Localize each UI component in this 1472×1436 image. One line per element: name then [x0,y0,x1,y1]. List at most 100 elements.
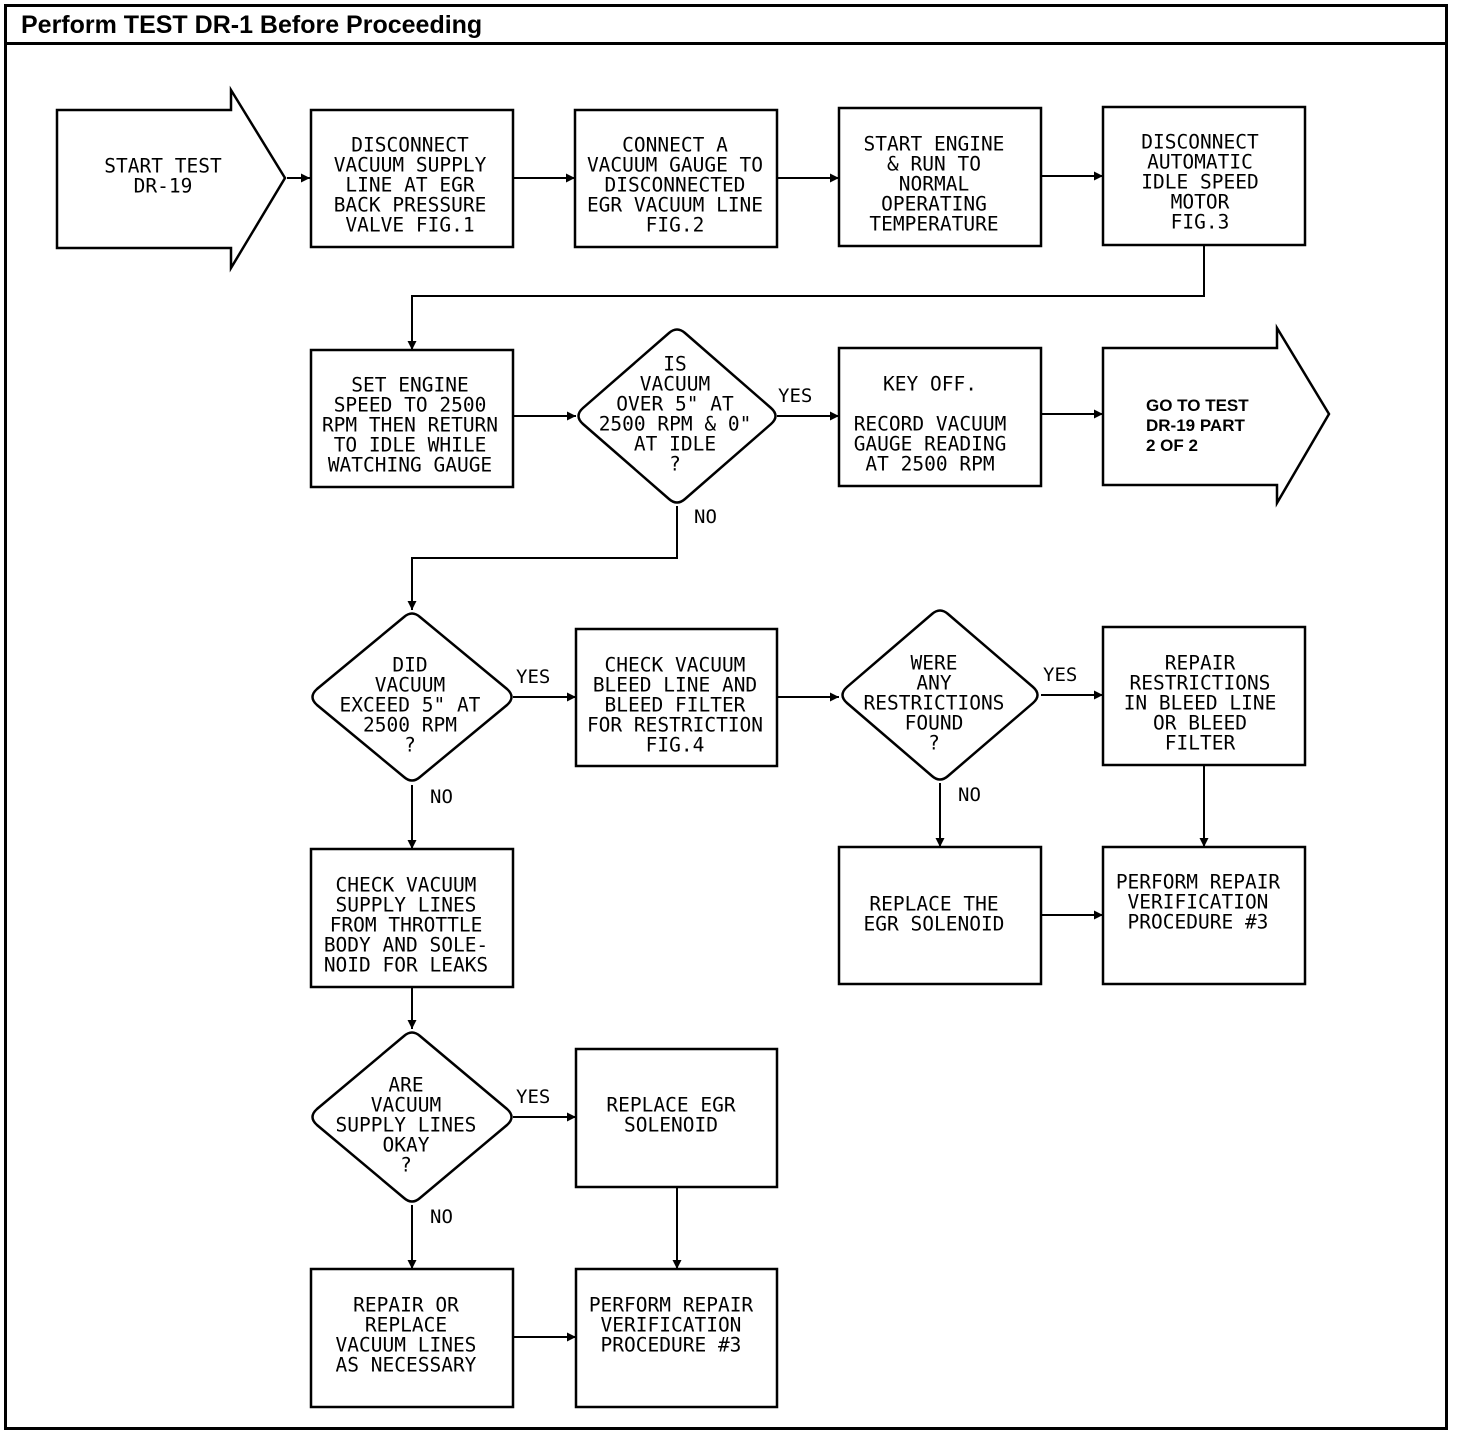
node-line: SOLENOID [624,1113,718,1136]
node-line: AS NECESSARY [336,1353,477,1376]
node-line: CONNECT A [622,133,728,156]
node-line: PROCEDURE #3 [1128,910,1269,933]
node-line: SET ENGINE [351,373,468,396]
node-line: REPLACE THE [869,892,998,915]
node-line: 2 OF 2 [1146,436,1198,455]
did-vacuum-yes-label: YES [516,666,550,688]
node-line: AUTOMATIC [1147,150,1253,173]
node-line: AT 2500 RPM [865,452,994,475]
node-line: REPLACE EGR [606,1093,735,1116]
node-line: ? [928,731,940,754]
node-line: SPEED TO 2500 [334,393,487,416]
node-line: BLEED LINE AND [593,673,757,696]
edge-labels: YES NO YES NO YES NO YES NO [430,385,1077,1228]
node-line: & RUN TO [887,152,981,175]
node-line: VACUUM [375,673,445,696]
node-line: BACK PRESSURE [334,193,487,216]
node-line: FILTER [1165,731,1236,754]
node-line: OKAY [383,1133,430,1156]
node-line: TEMPERATURE [869,212,998,235]
node-line: IDLE SPEED [1141,170,1258,193]
is-vacuum-yes-label: YES [778,385,812,407]
did-vacuum-no-label: NO [430,786,453,808]
node-line: PROCEDURE #3 [601,1333,742,1356]
were-restrictions-diamond [841,609,1039,781]
node-line: RESTRICTIONS [1130,671,1271,694]
node-line: GO TO TEST [1146,396,1249,415]
node-line: REPLACE [365,1313,447,1336]
node-line: SUPPLY LINES [336,1113,477,1136]
start-arrow-shape [55,85,287,273]
is-vacuum-diamond [577,328,777,504]
node-line: START ENGINE [864,132,1005,155]
verify-box-2 [574,1267,779,1409]
replace-egr-box [574,1047,779,1189]
node-line: VACUUM GAUGE TO [587,153,763,176]
is-vacuum-no-label: NO [694,506,717,528]
node-line: START TEST [104,154,222,177]
restrictions-yes-label: YES [1043,664,1077,686]
node-line: OVER 5" AT [616,392,734,415]
node-line: VACUUM [640,372,710,395]
supply-okay-no-label: NO [430,1206,453,1228]
node-line: DR-19 PART [1146,416,1245,435]
connectors [287,171,1209,1342]
node-line: NOID FOR LEAKS [324,953,488,976]
node-line: FIG.2 [646,213,705,236]
supply-okay-yes-label: YES [516,1086,550,1108]
node-line: FIG.3 [1171,210,1230,233]
node-line: RPM THEN RETURN [322,413,498,436]
key-off-box [837,346,1043,488]
node-line: FIG.4 [646,733,705,756]
goto-arrow-shape [1101,323,1331,508]
replace-solenoid-box [837,845,1043,986]
check-supply-box [309,847,515,989]
connect-gauge-box [573,108,779,249]
node-line: ? [400,1153,412,1176]
node-line: VACUUM SUPPLY [334,153,487,176]
node-line: 2500 RPM [363,713,457,736]
node-line: SUPPLY LINES [336,893,477,916]
node-line: EGR VACUUM LINE [587,193,763,216]
node-line: DR-19 [134,174,193,197]
edge-disconnect-idle-to-set-engine [407,245,1205,350]
repair-lines-box [309,1267,515,1409]
node-line: FROM THROTTLE [330,913,483,936]
node-line: MOTOR [1171,190,1230,213]
node-line: ARE [388,1073,423,1096]
node-line: BODY AND SOLE- [324,933,488,956]
start-engine-box [837,106,1043,248]
shapes [55,85,1331,1409]
node-line: NORMAL [899,172,969,195]
node-line: AT IDLE [634,432,716,455]
node-line: DISCONNECTED [605,173,746,196]
node-line: ? [404,733,416,756]
node-line: TO IDLE WHILE [334,433,487,456]
node-line: WERE [911,651,958,674]
header-bar: Perform TEST DR-1 Before Proceeding [7,7,1445,45]
node-line: EGR SOLENOID [864,912,1005,935]
node-line: CHECK VACUUM [605,653,746,676]
node-line: REPAIR OR [353,1293,459,1316]
node-line: DISCONNECT [1141,130,1259,153]
node-line: EXCEED 5" AT [340,693,481,716]
node-line: VALVE FIG.1 [345,213,474,236]
disconnect-vacuum-box [309,108,515,249]
node-line: VERIFICATION [1128,890,1269,913]
check-bleed-box [574,627,779,768]
node-line: LINE AT EGR [345,173,474,196]
